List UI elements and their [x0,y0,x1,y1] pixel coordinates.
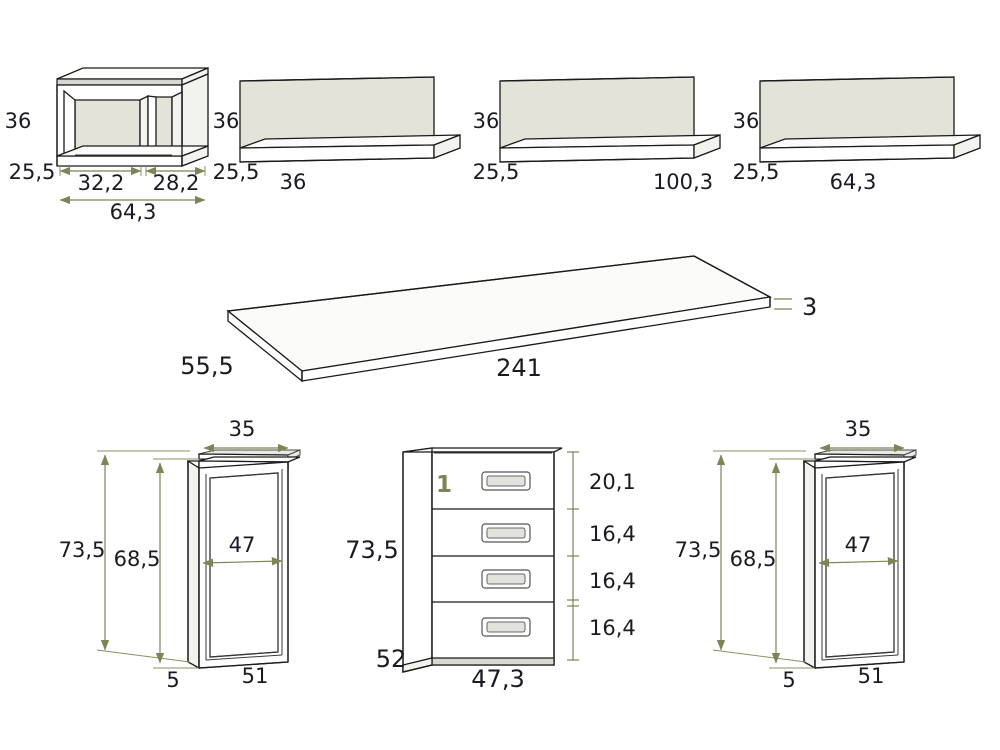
dim-cabR-foot: 5 [782,668,795,692]
dim-chest-drawer-2: 16,4 [589,522,636,546]
dim-shelf64-height: 36 [733,109,760,133]
dim-cabR-top-width: 35 [845,417,872,441]
item-open-frame-cabinet-left: 35 73,5 68,5 47 5 51 [59,417,301,692]
item-large-worktop: 3 55,5 241 [180,255,817,383]
dim-chest-drawer-4: 16,4 [589,616,636,640]
dim-shelf64-depth: 25,5 [733,160,780,184]
dim-chest-height-total: 73,5 [345,536,398,564]
dim-wallunit-depth: 25,5 [9,160,56,184]
item-drawer-chest: 1 20,1 16,4 16,4 16,4 73,5 [345,447,636,693]
dim-wallunit-height: 36 [5,109,32,133]
dim-chest-depth: 52 [376,645,407,673]
dim-wallunit-width-total: 64,3 [110,200,157,224]
dim-cabL-inner-width: 47 [229,533,256,557]
dim-shelf36-depth: 25,5 [213,160,260,184]
dim-cabL-width: 51 [242,664,269,688]
marker-number-1: 1 [436,472,452,498]
item-open-frame-cabinet-right: 35 73,5 68,5 47 5 51 [675,417,917,692]
item-wall-unit-2-compartment: 36 25,5 32,2 28,2 64,3 [5,67,209,224]
dim-shelf36-height: 36 [213,109,240,133]
dim-worktop-length: 241 [496,354,542,382]
dim-cabR-width: 51 [858,664,885,688]
dim-worktop-thickness: 3 [802,293,817,321]
dim-cabL-height-total: 73,5 [59,538,106,562]
dim-shelf100-depth: 25,5 [473,160,520,184]
item-wall-shelf-36: 36 25,5 36 [213,76,461,194]
drawer-handle[interactable] [481,569,531,589]
drawer-handle[interactable] [481,471,531,491]
dim-wallunit-inner-left: 32,2 [78,171,125,195]
dim-cabL-top-width: 35 [229,417,256,441]
dim-chest-drawer-1: 20,1 [589,470,636,494]
drawer-handle[interactable] [481,617,531,637]
dim-shelf64-width: 64,3 [830,170,877,194]
dim-shelf100-height: 36 [473,109,500,133]
dim-shelf36-width: 36 [280,170,307,194]
drawer-handle[interactable] [481,523,531,543]
dim-chest-drawer-3: 16,4 [589,569,636,593]
dim-shelf100-width: 100,3 [653,170,713,194]
dim-chest-width: 47,3 [471,665,524,693]
dim-worktop-depth: 55,5 [180,352,233,380]
item-wall-shelf-64: 36 25,5 64,3 [733,76,981,194]
dim-cabR-height-body: 68,5 [730,547,777,571]
item-wall-shelf-100: 36 25,5 100,3 [473,76,721,194]
dim-cabL-height-body: 68,5 [114,547,161,571]
dim-cabR-height-total: 73,5 [675,538,722,562]
dim-wallunit-inner-right: 28,2 [153,171,200,195]
dim-cabL-foot: 5 [166,668,179,692]
dim-cabR-inner-width: 47 [845,533,872,557]
